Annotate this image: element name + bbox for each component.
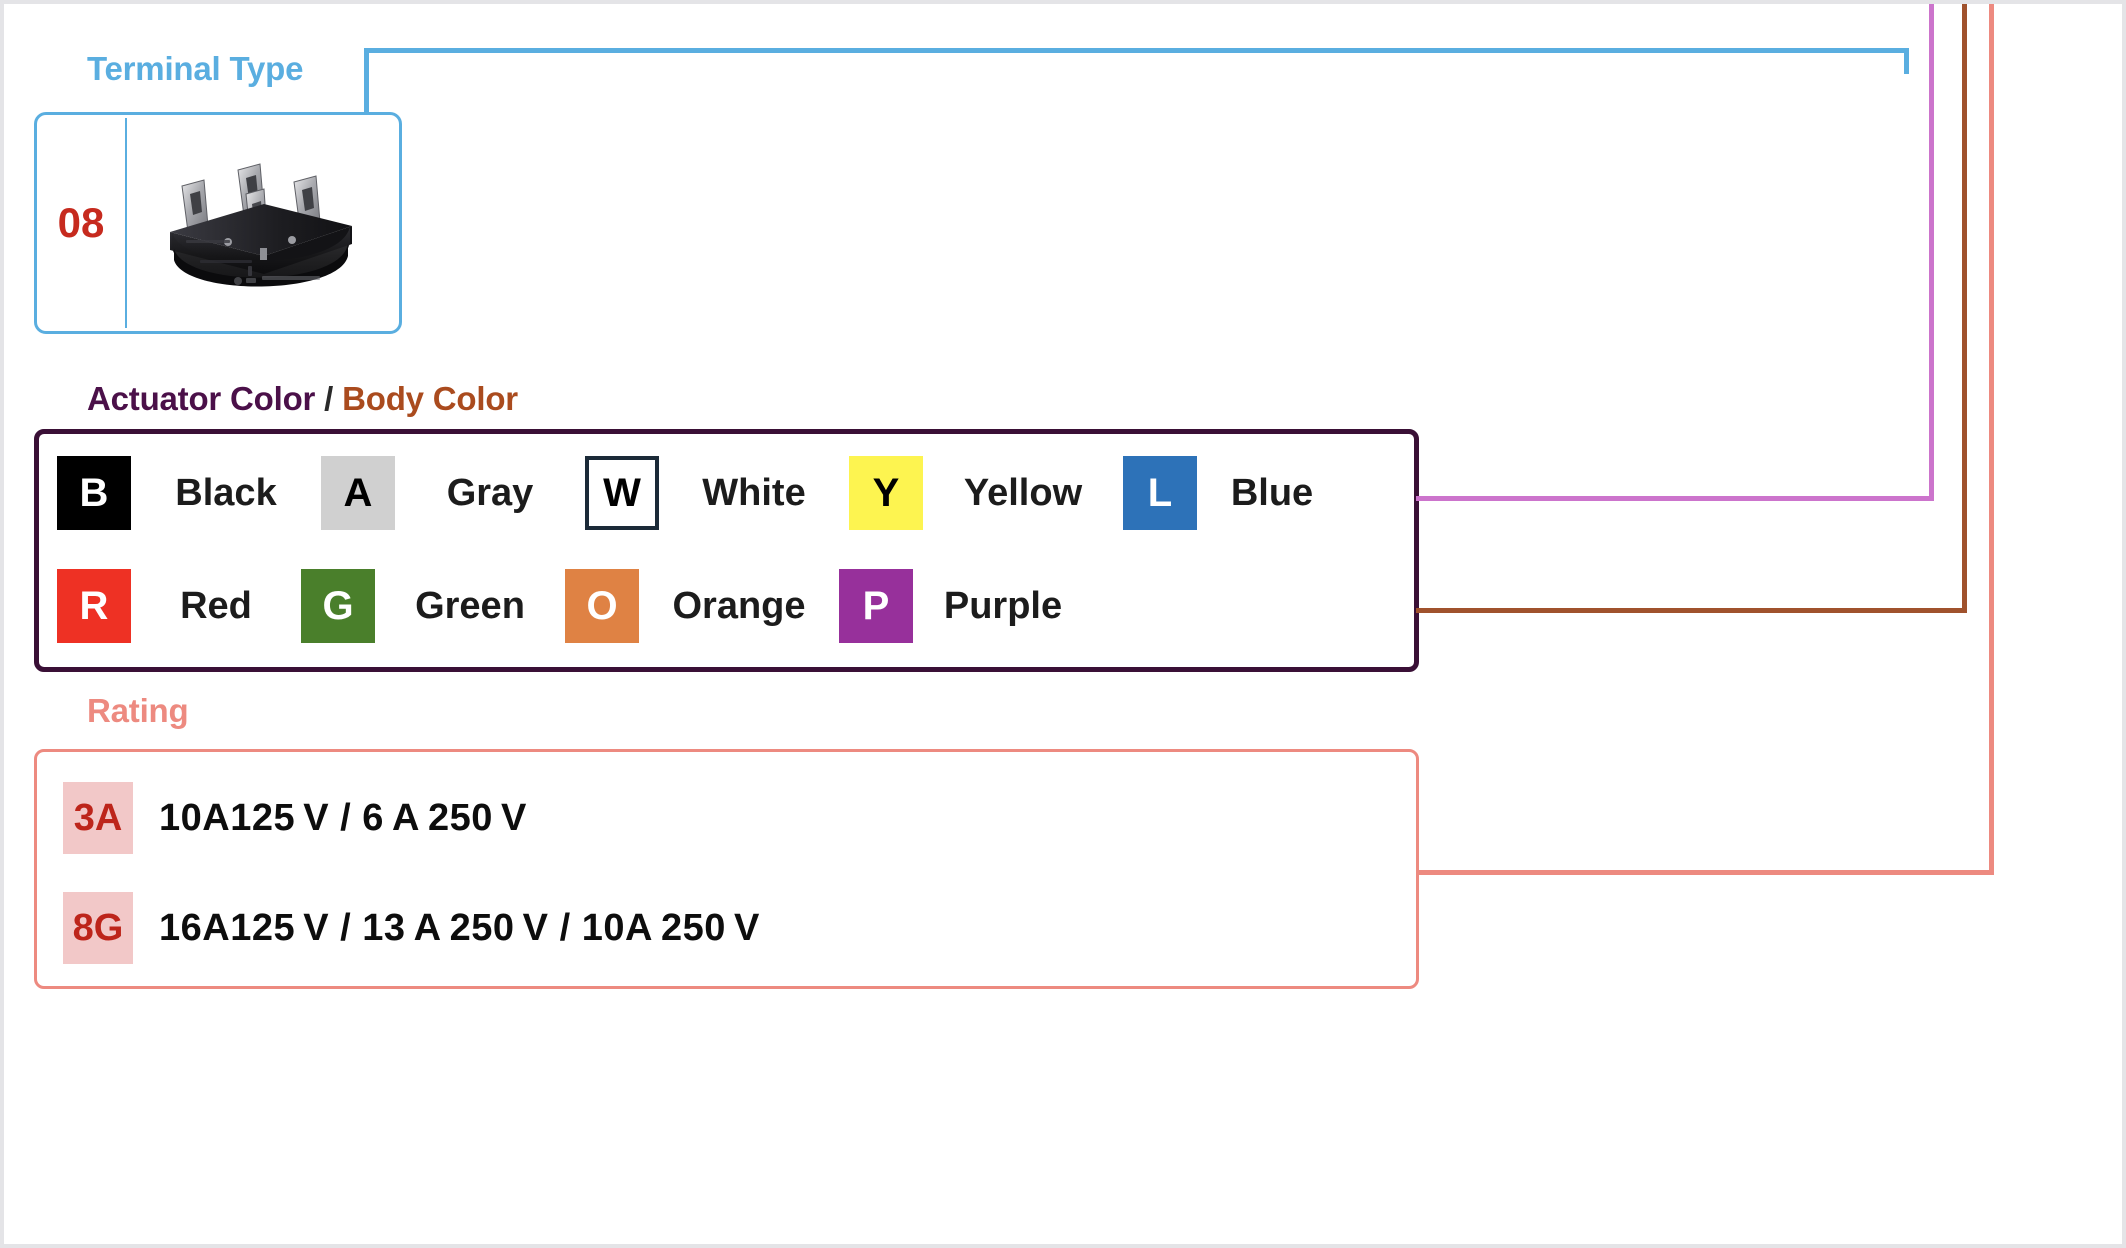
- color-code-chip-r: R: [57, 569, 131, 643]
- terminal-type-label: Terminal Type: [87, 50, 304, 87]
- body-color-connector-horizontal: [1416, 608, 1967, 613]
- color-code-chip-a: A: [321, 456, 395, 530]
- terminal-type-connector-horizontal: [364, 48, 1909, 53]
- color-code-chip-p: P: [839, 569, 913, 643]
- color-code-chip-g: G: [301, 569, 375, 643]
- terminal-type-divider: [125, 118, 127, 328]
- terminal-type-connector-down-left: [364, 48, 369, 114]
- color-item-orange[interactable]: O Orange: [565, 569, 839, 643]
- body-color-connector-vertical: [1962, 4, 1967, 613]
- terminal-type-table: 08: [34, 112, 402, 334]
- terminal-type-code: 08: [57, 199, 105, 246]
- color-code-chip-o: O: [565, 569, 639, 643]
- body-color-label: Body Color: [342, 380, 518, 417]
- color-code-chip-w: W: [585, 456, 659, 530]
- color-name-red: Red: [180, 584, 252, 627]
- label-separator: /: [324, 380, 334, 417]
- color-item-blue[interactable]: L Blue: [1123, 456, 1347, 530]
- rating-code-badge-3a: 3A: [63, 782, 133, 854]
- color-legend-row: B Black A Gray W White Y Yellow L Blue: [57, 456, 1396, 530]
- actuator-color-label: Actuator Color: [87, 380, 316, 417]
- actuator-color-connector-horizontal: [1416, 496, 1934, 501]
- color-legend-row: R Red G Green O Orange P Purple: [57, 569, 1396, 643]
- rating-connector-vertical: [1989, 4, 1994, 875]
- color-code-chip-b: B: [57, 456, 131, 530]
- color-name-purple: Purple: [943, 584, 1063, 627]
- rating-label: Rating: [87, 692, 189, 729]
- color-name-gray: Gray: [446, 471, 534, 514]
- color-name-blue: Blue: [1230, 471, 1314, 514]
- terminal-type-image-cell: [125, 115, 399, 331]
- rating-connector-horizontal: [1416, 870, 1994, 875]
- rating-row: 8G 16A125 V / 13 A 250 V / 10A 250 V: [63, 892, 1396, 964]
- color-name-green: Green: [415, 584, 525, 627]
- rating-code-badge-8g: 8G: [63, 892, 133, 964]
- color-name-black: Black: [175, 471, 277, 514]
- color-name-yellow: Yellow: [963, 471, 1083, 514]
- rating-value-text: 10A125 V / 6 A 250 V: [159, 796, 527, 839]
- color-item-yellow[interactable]: Y Yellow: [849, 456, 1123, 530]
- rating-legend-box: 3A 10A125 V / 6 A 250 V 8G 16A125 V / 13 A…: [34, 749, 1419, 989]
- color-item-gray[interactable]: A Gray: [321, 456, 585, 530]
- terminal-type-connector-up-right: [1904, 48, 1909, 74]
- color-name-white: White: [702, 471, 806, 514]
- color-name-orange: Orange: [672, 584, 806, 627]
- rating-row: 3A 10A125 V / 6 A 250 V: [63, 782, 1396, 854]
- color-item-white[interactable]: W White: [585, 456, 849, 530]
- terminal-connector-photo: [170, 163, 352, 287]
- color-item-green[interactable]: G Green: [301, 569, 565, 643]
- actuator-color-connector-vertical: [1929, 4, 1934, 501]
- color-item-red[interactable]: R Red: [57, 569, 301, 643]
- actuator-body-color-label: Actuator Color / Body Color: [87, 382, 518, 415]
- color-item-black[interactable]: B Black: [57, 456, 321, 530]
- color-code-chip-y: Y: [849, 456, 923, 530]
- color-code-chip-l: L: [1123, 456, 1197, 530]
- rating-value-text: 16A125 V / 13 A 250 V / 10A 250 V: [159, 906, 760, 949]
- color-legend-box: B Black A Gray W White Y Yellow L Blue R Red G Green…: [34, 429, 1419, 672]
- color-item-purple[interactable]: P Purple: [839, 569, 1093, 643]
